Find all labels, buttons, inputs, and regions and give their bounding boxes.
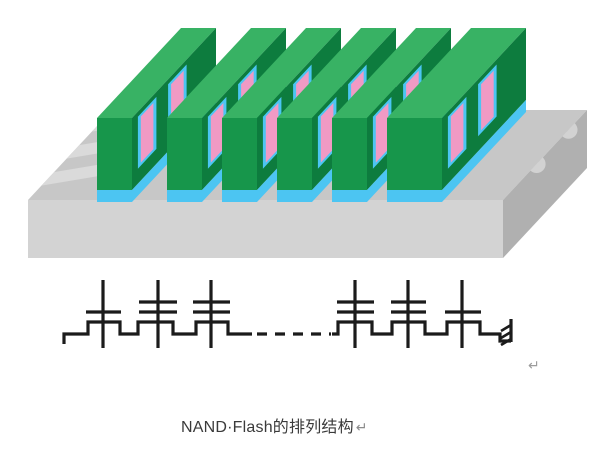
wordline-6 [387,28,526,202]
nand-string-schematic [62,320,511,344]
caption-text: NAND·Flash的排列结构 [181,419,354,436]
caption-return-mark-icon: ↵ [355,419,368,435]
select-gate-6 [445,280,481,348]
floating-gate-cell-3 [193,280,230,348]
floating-gate-cell-4 [337,280,374,348]
select-gate-1 [86,280,121,348]
floating-gate-cell-2 [139,280,177,348]
floating-gate-cell-5 [391,280,426,348]
ground-symbol [500,319,513,347]
margin-return-mark-icon: ↵ [528,357,540,373]
figure-caption: NAND·Flash的排列结构↵ [181,417,368,438]
